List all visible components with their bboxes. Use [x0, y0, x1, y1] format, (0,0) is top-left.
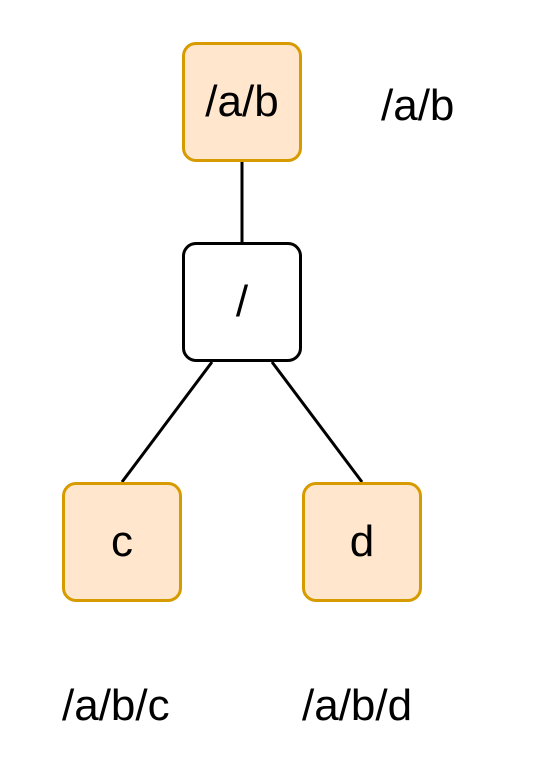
node-ab-label: /a/b [205, 77, 279, 126]
path-label-c: /a/b/c [62, 681, 170, 730]
node-c-label: c [111, 517, 133, 566]
node-root: / [182, 242, 302, 362]
path-label-ab: /a/b [381, 81, 455, 130]
edge-root-to-d [270, 361, 364, 483]
node-d-label: d [349, 517, 375, 566]
node-c: c [62, 482, 182, 602]
node-d: d [302, 482, 422, 602]
path-label-d: /a/b/d [302, 681, 413, 730]
edge-root-to-c [120, 361, 214, 483]
node-root-label: / [235, 277, 249, 326]
node-ab: /a/b [182, 42, 302, 162]
